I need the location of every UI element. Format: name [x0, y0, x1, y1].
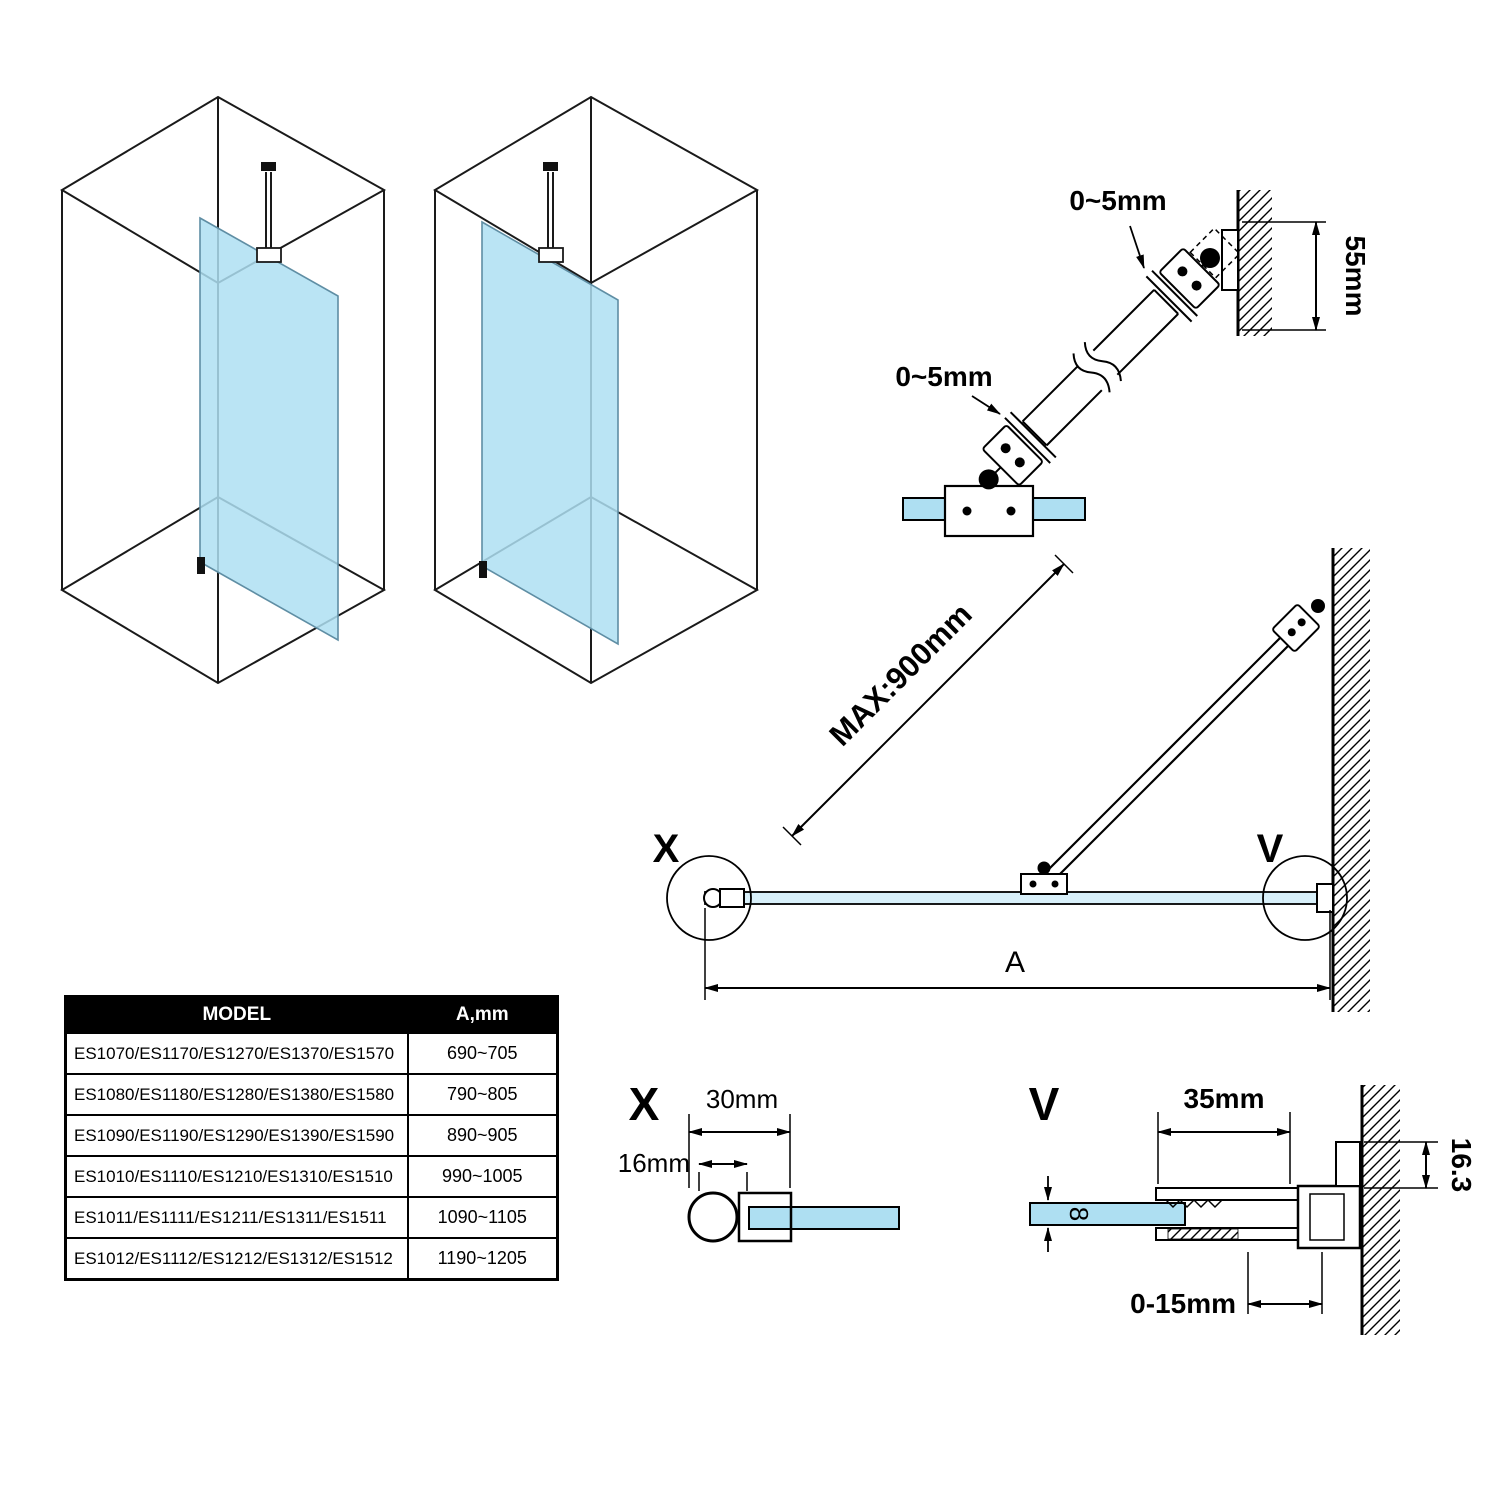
max-length-label: MAX:900mm	[822, 596, 978, 752]
support-rod	[538, 162, 564, 263]
wall-profile-bracket	[1316, 883, 1334, 913]
glass-panel-side	[704, 891, 1318, 905]
pivot-joint	[1200, 248, 1220, 268]
pivot-joint	[1311, 599, 1325, 613]
dim-0-15mm-label: 0-15mm	[1130, 1288, 1236, 1319]
glass-panel	[481, 220, 619, 646]
callout-v-label: V	[1257, 827, 1284, 871]
table-header-model: MODEL	[64, 995, 409, 1034]
gap-dimension-bottom: 0~5mm	[895, 361, 1001, 415]
dim-35mm-label: 35mm	[1184, 1083, 1265, 1114]
ratchet-teeth	[1165, 1198, 1223, 1209]
dim-30mm-label: 30mm	[706, 1084, 778, 1114]
table-header-a: A,mm	[406, 995, 559, 1034]
width-dimension-30: 30mm	[688, 1084, 791, 1188]
glass-panel	[199, 216, 339, 642]
tube-break	[1083, 342, 1122, 382]
a-cell: 790~805	[406, 1073, 559, 1116]
model-cell: ES1011/ES1111/ES1211/ES1311/ES1511	[64, 1196, 409, 1239]
detail-v: V 35mm 8	[1029, 1078, 1477, 1335]
gap-top-label: 0~5mm	[1069, 185, 1166, 216]
floor-foot	[479, 561, 487, 578]
support-rod	[256, 162, 282, 263]
model-cell: ES1010/ES1110/ES1210/ES1310/ES1510	[64, 1155, 409, 1198]
iso-room-left	[60, 95, 387, 685]
pivot-joint	[1037, 861, 1051, 875]
dim-8mm-label: 8	[1064, 1207, 1094, 1221]
table-row: ES1070/ES1170/ES1270/ES1370/ES1570 690~7…	[64, 1032, 559, 1075]
glass-bar	[1029, 1202, 1186, 1226]
end-profile-cap	[703, 888, 745, 908]
detail-x: X 30mm 16mm	[618, 1078, 900, 1243]
table-row: ES1012/ES1112/ES1212/ES1312/ES1512 1190~…	[64, 1237, 559, 1281]
wall-mount-plate	[1221, 229, 1239, 291]
wall-height-label: 55mm	[1340, 236, 1371, 317]
gap-dimension-top: 0~5mm	[1069, 185, 1167, 269]
width-dimension: A	[704, 908, 1331, 1000]
width-dimension-35: 35mm	[1157, 1083, 1291, 1184]
tube-dimension-16: 16mm	[618, 1148, 748, 1191]
detail-x-title: X	[629, 1078, 660, 1130]
model-cell: ES1080/ES1180/ES1280/ES1380/ES1580	[64, 1073, 409, 1116]
a-cell: 1090~1105	[406, 1196, 559, 1239]
tube-profile	[687, 1191, 739, 1243]
detail-v-title: V	[1029, 1078, 1060, 1130]
a-cell: 690~705	[406, 1032, 559, 1075]
iso-room-right	[433, 95, 760, 685]
adjust-dimension: 0-15mm	[1130, 1252, 1323, 1319]
width-label: A	[1005, 946, 1025, 979]
gap-bottom-label: 0~5mm	[895, 361, 992, 392]
callout-x-label: X	[653, 827, 680, 871]
table-header-row: MODEL A,mm	[64, 995, 559, 1034]
callout-circle-v	[1262, 855, 1348, 941]
side-view: MAX:900mm A X V	[653, 548, 1370, 1012]
tube-break	[1072, 353, 1111, 393]
model-cell: ES1070/ES1170/ES1270/ES1370/ES1570	[64, 1032, 409, 1075]
table-row: ES1011/ES1111/ES1211/ES1311/ES1511 1090~…	[64, 1196, 559, 1239]
a-cell: 990~1005	[406, 1155, 559, 1198]
floor-foot	[197, 557, 205, 574]
table-row: ES1080/ES1180/ES1280/ES1380/ES1580 790~8…	[64, 1073, 559, 1116]
support-tube	[978, 227, 1241, 490]
model-cell: ES1090/ES1190/ES1290/ES1390/ES1590	[64, 1114, 409, 1157]
wall-hatch	[1238, 190, 1272, 336]
a-cell: 890~905	[406, 1114, 559, 1157]
glass-clamp	[943, 484, 1035, 538]
pivot-joint	[978, 469, 999, 490]
dim-16mm-label: 16mm	[618, 1148, 690, 1178]
glass-channel	[737, 1191, 793, 1243]
table-row: ES1090/ES1190/ES1290/ES1390/ES1590 890~9…	[64, 1114, 559, 1157]
height-dimension-163: 16.3	[1364, 1138, 1477, 1193]
table-row: ES1010/ES1110/ES1210/ES1310/ES1510 990~1…	[64, 1155, 559, 1198]
wall-profile	[1155, 1141, 1362, 1250]
brace-wall-fitting	[1272, 599, 1325, 652]
wall-hatch	[1362, 1085, 1400, 1335]
wall-hatch	[1333, 548, 1370, 1012]
a-cell: 1190~1205	[406, 1237, 559, 1281]
model-cell: ES1012/ES1112/ES1212/ES1312/ES1512	[64, 1237, 409, 1281]
bracket-detail: 0~5mm 0~5mm 55mm	[895, 185, 1371, 538]
model-table: MODEL A,mm ES1070/ES1170/ES1270/ES1370/E…	[64, 995, 559, 1281]
glass-thickness-dimension: 8	[1044, 1176, 1094, 1252]
glass-bar	[748, 1206, 900, 1230]
brace-glass-clamp	[1020, 861, 1068, 895]
wall-height-dimension: 55mm	[1242, 221, 1371, 331]
callout-circle-x	[666, 855, 752, 941]
dim-163-label: 16.3	[1446, 1138, 1477, 1193]
max-length-dimension: MAX:900mm	[782, 554, 1074, 846]
